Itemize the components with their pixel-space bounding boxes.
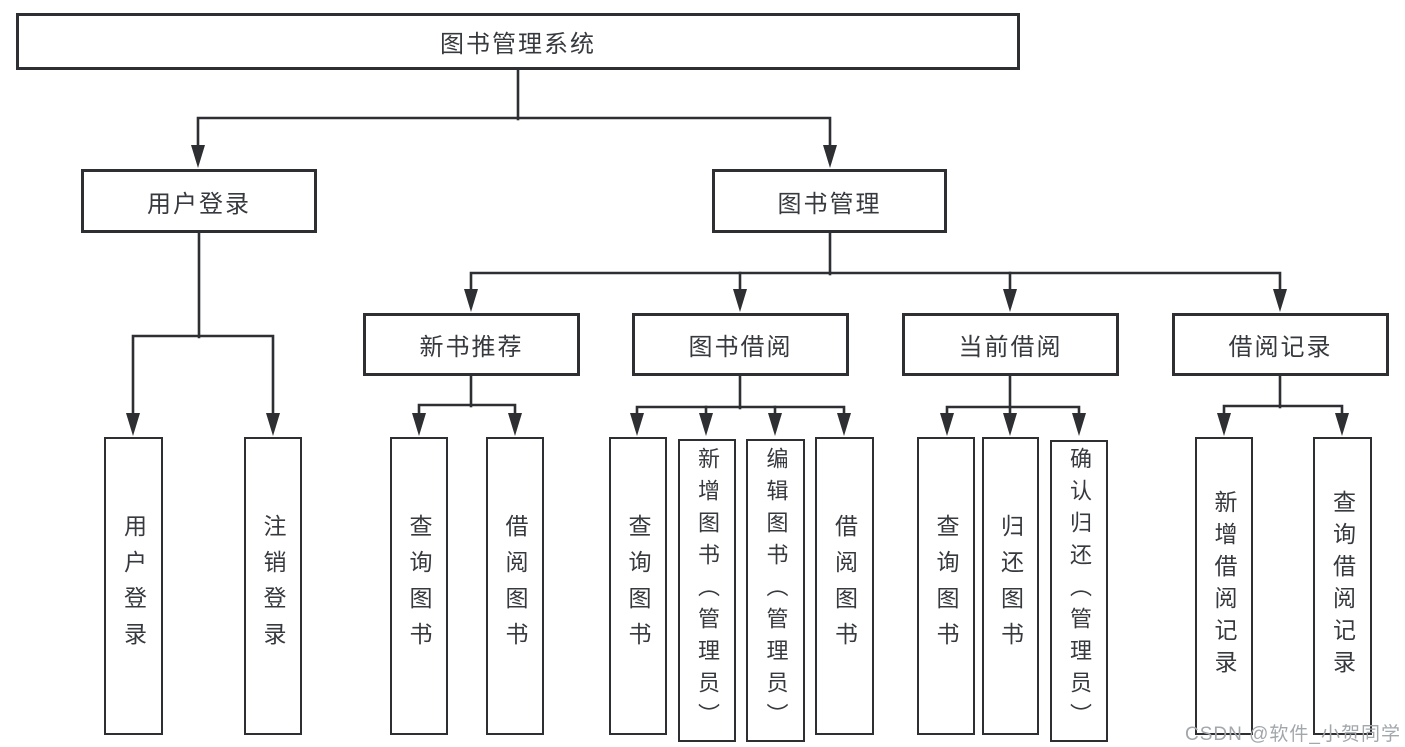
leaf-logout-label: 注销登录: [260, 514, 286, 658]
leaf-query-books-current-label: 查询图书: [933, 514, 959, 658]
leaf-add-book-admin-label: 新增图书（管理员）: [695, 446, 720, 735]
leaf-return-book: 归还图书: [982, 437, 1039, 735]
leaf-confirm-return-admin: 确认归还（管理员）: [1050, 440, 1108, 742]
leaf-add-book-admin: 新增图书（管理员）: [678, 439, 736, 742]
leaf-borrow-books: 借阅图书: [815, 437, 874, 735]
leaf-query-books-borrow: 查询图书: [609, 437, 667, 735]
node-book-management-label: 图书管理: [777, 190, 882, 218]
leaf-return-book-label: 归还图书: [997, 514, 1024, 658]
root-node: 图书管理系统: [16, 13, 1020, 70]
leaf-edit-book-admin-label: 编辑图书（管理员）: [763, 446, 789, 735]
node-borrow-records-label: 借阅记录: [1228, 334, 1333, 361]
leaf-add-borrow-record-label: 新增借阅记录: [1211, 490, 1237, 682]
leaf-query-borrow-record-label: 查询借阅记录: [1329, 490, 1356, 682]
leaf-query-books-recommend: 查询图书: [390, 437, 448, 735]
node-borrow-records: 借阅记录: [1172, 313, 1389, 376]
leaf-query-books-current: 查询图书: [917, 437, 975, 735]
csdn-watermark: CSDN @软件_小贺同学: [1185, 724, 1401, 745]
leaf-confirm-return-admin-label: 确认归还（管理员）: [1067, 447, 1092, 735]
node-book-management: 图书管理: [712, 169, 947, 233]
leaf-query-books-recommend-label: 查询图书: [406, 514, 432, 658]
leaf-logout: 注销登录: [244, 437, 302, 735]
leaf-query-books-borrow-label: 查询图书: [625, 514, 651, 658]
leaf-edit-book-admin: 编辑图书（管理员）: [746, 439, 805, 742]
node-current-borrow: 当前借阅: [902, 313, 1119, 376]
node-book-borrow-label: 图书借阅: [688, 334, 793, 361]
leaf-user-login: 用户登录: [104, 437, 163, 735]
node-user-login-label: 用户登录: [147, 190, 251, 218]
node-new-book-recommend-label: 新书推荐: [419, 334, 524, 361]
leaf-borrow-books-label: 借阅图书: [831, 514, 858, 658]
node-book-borrow: 图书借阅: [632, 313, 849, 376]
node-current-borrow-label: 当前借阅: [958, 334, 1063, 361]
node-new-book-recommend: 新书推荐: [363, 313, 580, 376]
leaf-add-borrow-record: 新增借阅记录: [1195, 437, 1253, 735]
root-node-label: 图书管理系统: [440, 31, 596, 58]
node-user-login: 用户登录: [81, 169, 317, 233]
leaf-user-login-label: 用户登录: [120, 514, 147, 658]
leaf-query-borrow-record: 查询借阅记录: [1313, 437, 1372, 735]
leaf-borrow-books-recommend-label: 借阅图书: [502, 514, 528, 658]
leaf-borrow-books-recommend: 借阅图书: [486, 437, 544, 735]
